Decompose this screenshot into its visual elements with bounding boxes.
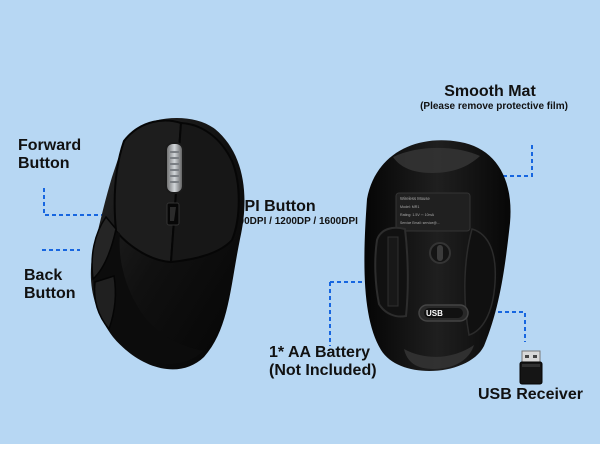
scroll-wheel [165,142,184,194]
bottom-sticker-line-2: Rating: 1.5V ⎓ 10mA [400,213,435,217]
battery-label-line-2: (Not Included) [269,361,377,379]
bottom-sticker-line-1: Model: MR1 [400,205,419,209]
back-button-label-line-2: Button [24,284,76,302]
forward-side-button [91,215,117,281]
smooth-mat-bottom [404,345,474,369]
mouse-front-view-icon [90,117,245,370]
forward-button-label-line-1: Forward [18,137,82,154]
right-click-button [169,121,240,264]
battery-label: 1* AA Battery (Not Included) [269,344,377,380]
battery-cover-line [387,236,399,307]
forward-button-label-line-2: Button [18,154,70,172]
dpi-values-label: 800DPI / 1200DP / 1600DPI [233,216,358,227]
usb-connector-opening-left [525,355,529,358]
dpi-switch-highlight [170,207,176,221]
scroll-wheel-grip [170,151,179,183]
battery-label-line-1: 1* AA Battery [269,344,371,361]
smooth-mat-label: Smooth Mat [444,83,536,100]
mouse-bottom-view-icon: Wireless Mouse Model: MR1 Rating: 1.5V ⎓… [364,140,511,371]
usb-storage-inner [424,308,463,318]
side-thumb-area [93,229,203,365]
bottom-sticker-line-3: Service Email: service@... [400,221,440,225]
back-side-button [93,275,117,331]
usb-receiver-shine [522,364,540,367]
dpi-button-label: DPI Button [233,198,316,215]
smooth-mat-top [393,147,480,173]
bottom-sticker-title: Wireless Mouse [400,196,430,201]
forward-button-label: Forward Button [18,137,81,173]
usb-receiver-icon [519,350,543,385]
usb-storage-label: USB [426,309,443,318]
sensor-lens [437,245,443,261]
left-click-button [113,119,183,264]
usb-receiver-body [519,361,543,385]
back-button-label-line-1: Back [24,267,63,284]
bottom-sticker [395,192,471,232]
usb-connector-opening-right [533,355,537,358]
back-button-label: Back Button [24,267,76,303]
right-bottom-pad [464,228,497,336]
smooth-mat-note: (Please remove protective film) [420,101,568,112]
usb-receiver-label: USB Receiver [478,386,583,403]
